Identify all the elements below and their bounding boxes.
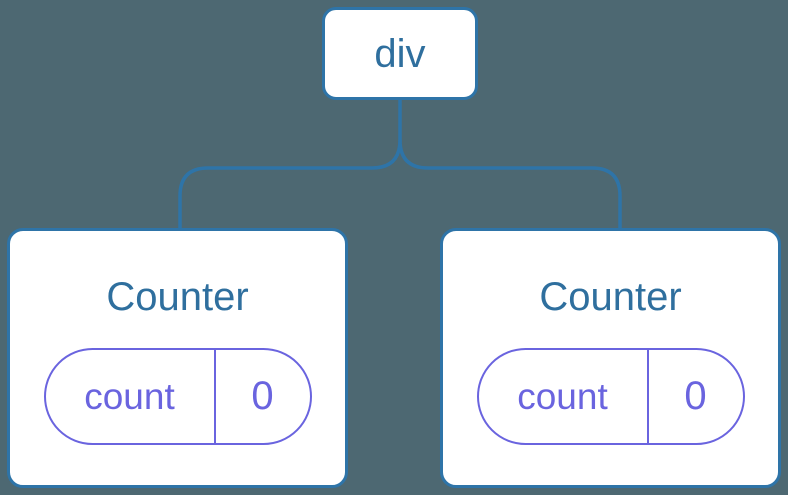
root-node-label: div (374, 31, 426, 76)
counter-title: Counter (539, 275, 682, 319)
state-key: count (479, 350, 649, 443)
connector-left-branch (178, 100, 402, 228)
root-node-div: div (322, 7, 478, 100)
state-value: 0 (251, 374, 274, 418)
state-pill: count 0 (43, 348, 312, 445)
counter-card-left: Counter count 0 (7, 228, 348, 488)
state-pill: count 0 (476, 348, 745, 445)
counter-title: Counter (106, 275, 249, 319)
counter-card-right: Counter count 0 (440, 228, 781, 488)
state-key: count (46, 350, 216, 443)
state-value: 0 (684, 374, 707, 418)
connector-right-branch (398, 139, 622, 228)
